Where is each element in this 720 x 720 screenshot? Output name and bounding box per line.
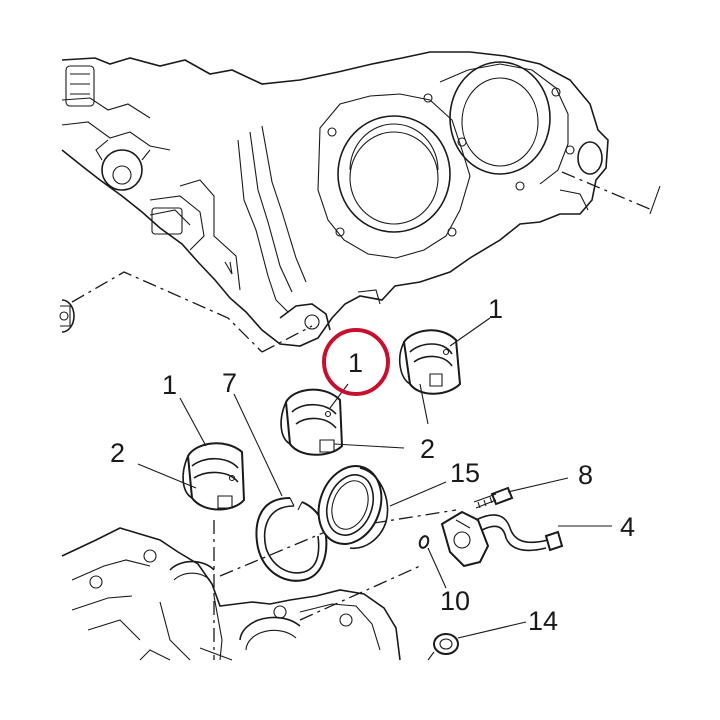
leader-2-center-shell <box>333 443 405 449</box>
callout-7: 7 <box>222 368 237 398</box>
leader-1-left <box>179 397 207 447</box>
leader-upper-bore <box>261 325 313 353</box>
leader-8 <box>507 477 569 493</box>
bearing-shell-top-right <box>398 329 462 395</box>
left-edge-fitting <box>59 299 75 333</box>
leader-1-center <box>329 383 349 409</box>
circlip <box>255 497 328 582</box>
callout-15: 15 <box>450 458 480 488</box>
callout-4: 4 <box>620 512 635 542</box>
callout-1-center-circled: 1 <box>348 348 363 378</box>
leader-14 <box>457 621 527 639</box>
callout-1-left: 1 <box>162 370 177 400</box>
leader-15 <box>389 481 447 507</box>
lower-crankcase <box>61 527 401 661</box>
highlight-circle <box>322 328 390 396</box>
leader-1-top-right <box>449 317 491 347</box>
leader-2-center <box>419 383 429 425</box>
callout-14: 14 <box>528 606 558 636</box>
callout-2-center: 2 <box>420 434 435 464</box>
o-ring <box>418 535 430 549</box>
bearing-shell-center <box>280 388 344 456</box>
bearing-shell-left <box>182 442 246 511</box>
callout-1-top-right: 1 <box>488 294 503 324</box>
callout-10: 10 <box>440 586 470 616</box>
upper-crankcase <box>61 51 661 347</box>
oil-seal <box>317 465 389 549</box>
sensor-assembly <box>440 510 564 568</box>
leader-left-fitting <box>71 271 263 353</box>
bolt <box>473 486 514 509</box>
leader-2-left <box>137 463 197 489</box>
leader-lines <box>137 317 612 639</box>
leader-10 <box>427 547 447 589</box>
leader-7 <box>233 393 283 497</box>
callout-2-left: 2 <box>110 438 125 468</box>
plug <box>427 633 459 661</box>
axis-lower-right <box>299 565 421 621</box>
callout-8: 8 <box>578 460 593 490</box>
